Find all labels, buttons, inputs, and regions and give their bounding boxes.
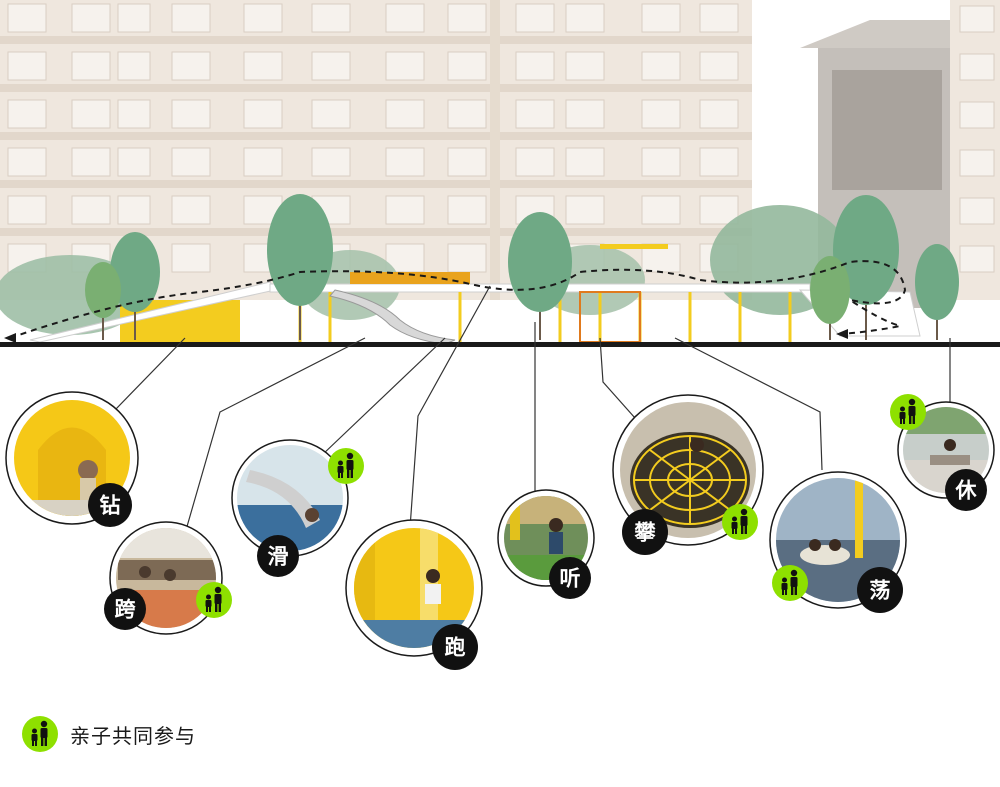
label-xiu: 休 — [955, 479, 978, 503]
parent-child-icon — [22, 716, 58, 752]
leader-lines — [114, 285, 951, 531]
activity-hua: 滑 — [231, 439, 364, 577]
activity-xiu: 休 — [890, 394, 995, 511]
label-zuan: 钻 — [100, 494, 121, 518]
parent-child-icon — [890, 394, 926, 430]
activity-ting: 听 — [497, 489, 595, 599]
playground-section — [0, 194, 1000, 347]
label-pao: 跑 — [445, 636, 466, 660]
parent-child-icon — [722, 504, 758, 540]
activity-path — [9, 260, 907, 339]
activity-pan: 攀 — [612, 394, 764, 555]
activity-zuan: 钻 — [5, 391, 139, 527]
label-kua: 跨 — [115, 598, 137, 622]
label-ting: 听 — [560, 567, 581, 591]
parent-child-icon — [328, 448, 364, 484]
activity-pao: 跑 — [345, 519, 483, 670]
legend-label: 亲子共同参与 — [70, 723, 196, 748]
activity-dang: 荡 — [769, 471, 907, 613]
building-roof — [800, 20, 950, 48]
activity-kua: 跨 — [104, 521, 232, 635]
legend: 亲子共同参与 — [22, 716, 196, 752]
trees — [85, 194, 959, 340]
ground-line — [0, 342, 1000, 347]
parent-child-icon — [772, 565, 808, 601]
parent-child-icon — [196, 582, 232, 618]
label-pan: 攀 — [634, 521, 657, 545]
photo-slide — [237, 445, 343, 551]
label-dang: 荡 — [870, 579, 891, 603]
label-hua: 滑 — [268, 545, 289, 569]
